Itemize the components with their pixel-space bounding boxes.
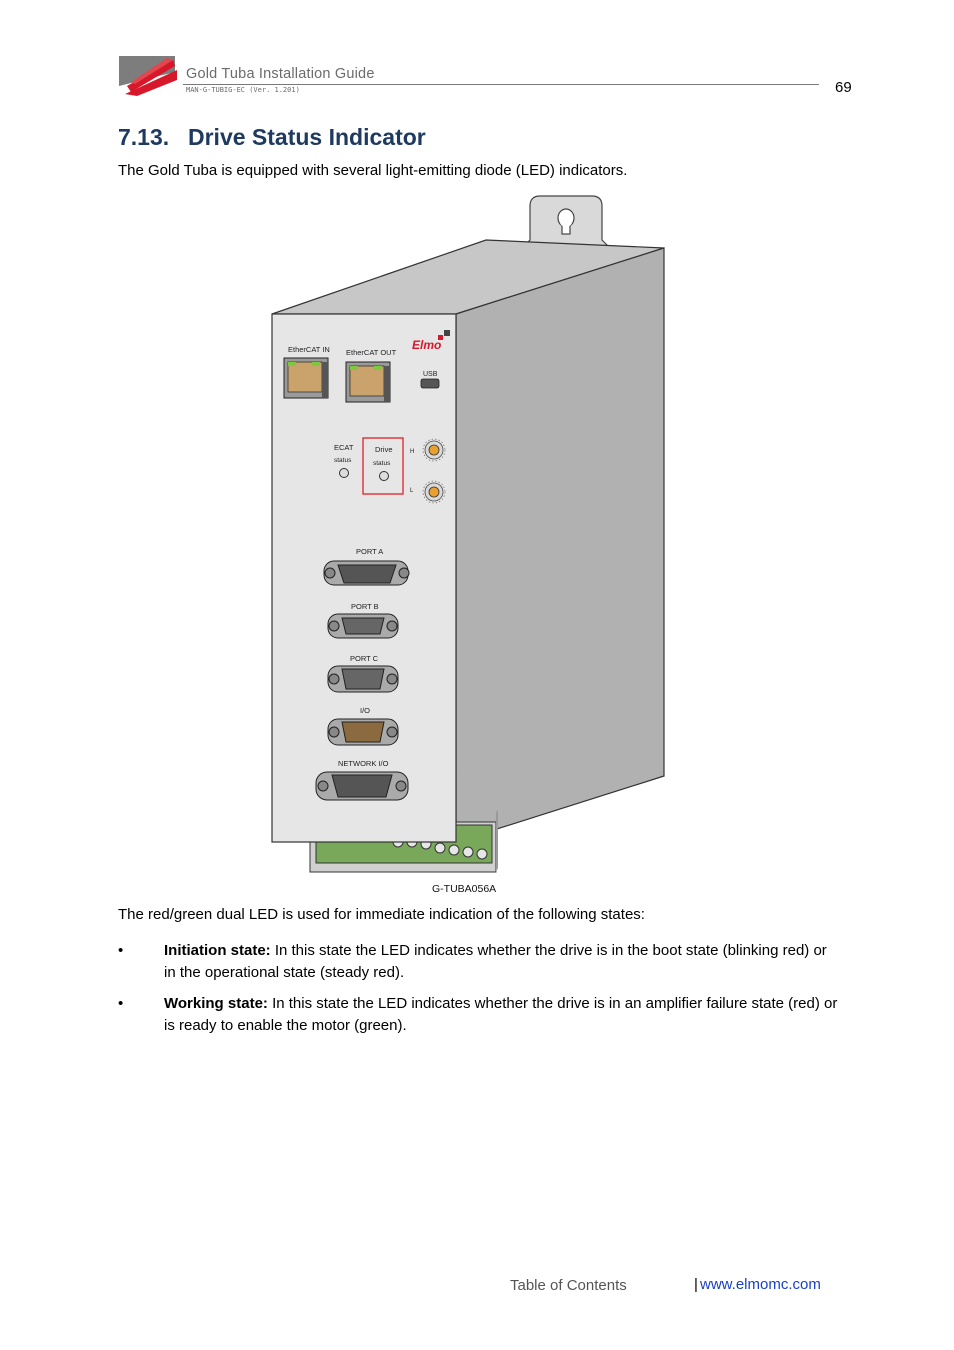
drive-status-led xyxy=(379,471,389,481)
drive-status-highlight xyxy=(362,437,404,495)
bullet-text: In this state the LED indicates whether … xyxy=(164,995,838,1034)
port-b-label: PORT B xyxy=(351,602,379,611)
bullet-item: • Initiation state: In this state the LE… xyxy=(118,940,838,984)
switch-l-label: L xyxy=(410,488,414,494)
section-number: 7.13. xyxy=(118,124,170,150)
header-rule xyxy=(183,84,819,85)
usb-label: USB xyxy=(423,371,438,378)
drive-illustration: Elmo EtherCAT IN EtherCAT OUT USB ECAT s… xyxy=(271,195,665,895)
header-title: Gold Tuba Installation Guide xyxy=(186,66,375,82)
bullet-item: • Working state: In this state the LED i… xyxy=(118,993,838,1037)
switch-h-label: H xyxy=(410,449,414,455)
port-a-label: PORT A xyxy=(356,547,383,556)
bullet-term: Initiation state: xyxy=(164,942,271,959)
ecat-status-led xyxy=(339,468,349,478)
ecat-status-label-1: ECAT xyxy=(334,443,354,452)
elmo-logo-icon xyxy=(119,56,177,96)
ethercat-in-label: EtherCAT IN xyxy=(288,345,330,354)
ethercat-in-port xyxy=(283,357,329,399)
section-heading: 7.13. Drive Status Indicator xyxy=(118,124,426,151)
bullet-text: In this state the LED indicates whether … xyxy=(164,942,827,981)
port-a-connector xyxy=(323,560,410,586)
footer-separator: | xyxy=(694,1276,698,1293)
ethercat-out-port xyxy=(345,361,391,403)
ecat-status-label-2: status xyxy=(334,457,352,464)
io-connector xyxy=(327,718,399,746)
page-number: 69 xyxy=(835,79,852,96)
bullet-icon: • xyxy=(118,942,124,959)
usb-port xyxy=(420,378,440,389)
intro-paragraph: The Gold Tuba is equipped with several l… xyxy=(118,162,628,179)
port-b-connector xyxy=(327,613,399,639)
bullet-term: Working state: xyxy=(164,995,268,1012)
section-title: Drive Status Indicator xyxy=(188,124,426,150)
ethercat-out-label: EtherCAT OUT xyxy=(346,348,397,357)
brand-label: Elmo xyxy=(412,338,441,352)
website-link[interactable]: www.elmomc.com xyxy=(700,1276,821,1293)
network-io-connector xyxy=(315,771,409,801)
lead-paragraph: The red/green dual LED is used for immed… xyxy=(118,906,645,923)
bullet-icon: • xyxy=(118,995,124,1012)
header-doc-id: MAN-G-TUBIG-EC (Ver. 1.201) xyxy=(186,86,300,94)
table-of-contents-link[interactable]: Table of Contents xyxy=(510,1277,627,1294)
drive-status-label-2: status xyxy=(373,460,391,467)
figure-caption: G-TUBA056A xyxy=(432,883,496,895)
io-label: I/O xyxy=(360,706,370,715)
port-c-connector xyxy=(327,665,399,693)
drive-status-label-1: Drive xyxy=(375,445,393,454)
network-io-label: NETWORK I/O xyxy=(338,759,389,768)
port-c-label: PORT C xyxy=(350,654,379,663)
